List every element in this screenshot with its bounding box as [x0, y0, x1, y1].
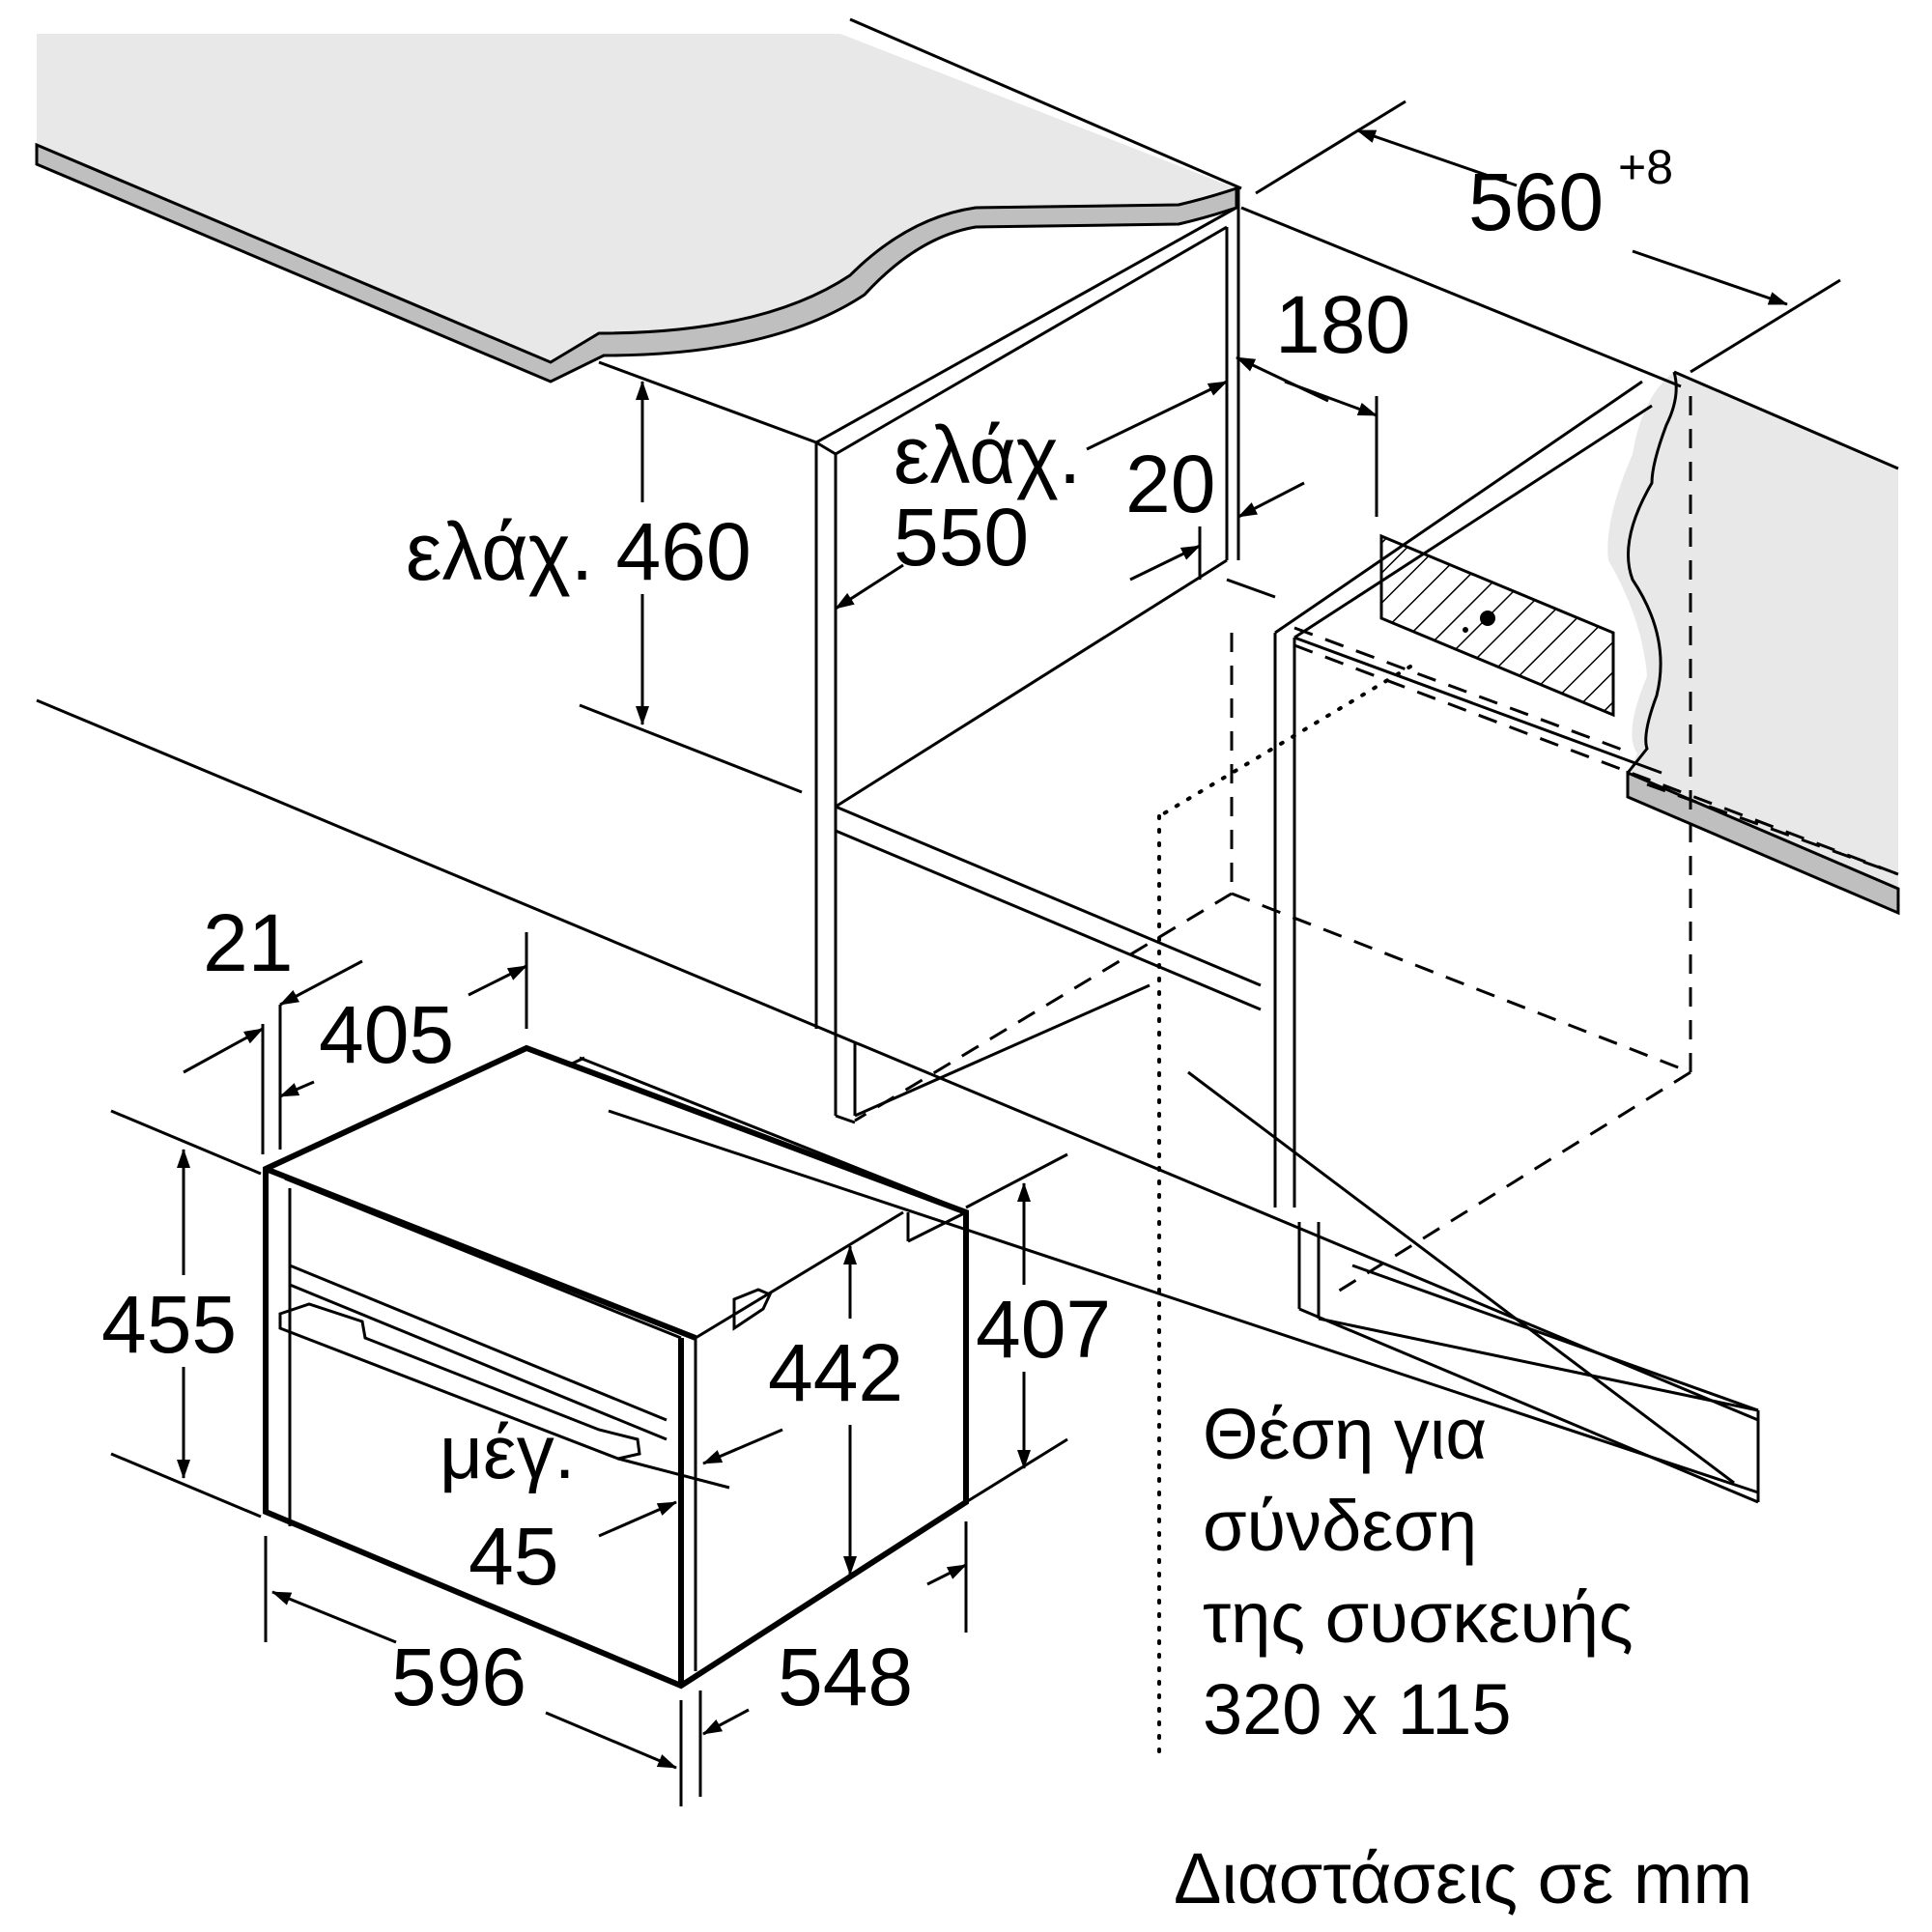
- label-connection-note-4: 320 x 115: [1203, 1669, 1512, 1749]
- label-niche-height-442: 442: [768, 1327, 903, 1418]
- dimension-lines: [110, 99, 1841, 1806]
- label-panel-21: 21: [203, 897, 293, 988]
- label-min-depth-2: 550: [894, 492, 1029, 582]
- label-units-note: Διαστάσεις σε mm: [1174, 1838, 1752, 1918]
- label-niche-width: 560: [1468, 156, 1604, 247]
- label-front-gap: 20: [1125, 439, 1215, 529]
- connection-box: [1379, 533, 1615, 718]
- label-connection-note-3: της συσκευής: [1203, 1577, 1634, 1658]
- niche-hidden-lines: [854, 396, 1899, 1296]
- appliance-oven: [263, 1044, 969, 1690]
- label-appliance-depth-548: 548: [778, 1632, 913, 1722]
- label-cabinet-height: ελάχ. 460: [406, 506, 752, 597]
- countertop-top: [37, 34, 1236, 362]
- label-appliance-height-455: 455: [101, 1279, 237, 1370]
- label-conn-offset: 180: [1275, 279, 1410, 370]
- label-max-2: 45: [469, 1511, 558, 1602]
- label-min-depth-1: ελάχ.: [894, 410, 1081, 500]
- label-connection-note-2: σύνδεση: [1203, 1486, 1477, 1566]
- connection-area-outline: [1157, 665, 1412, 1755]
- label-max-1: μέγ.: [440, 1409, 575, 1494]
- countertop-edge: [35, 142, 1238, 384]
- label-depth-405: 405: [319, 989, 454, 1080]
- countertop: [35, 34, 1238, 384]
- label-connection-note-1: Θέση για: [1203, 1394, 1487, 1474]
- countertop-right: [1607, 370, 1900, 916]
- label-inner-height-407: 407: [976, 1284, 1111, 1375]
- label-niche-width-tolerance: +8: [1618, 140, 1673, 194]
- label-appliance-width-596: 596: [391, 1632, 526, 1722]
